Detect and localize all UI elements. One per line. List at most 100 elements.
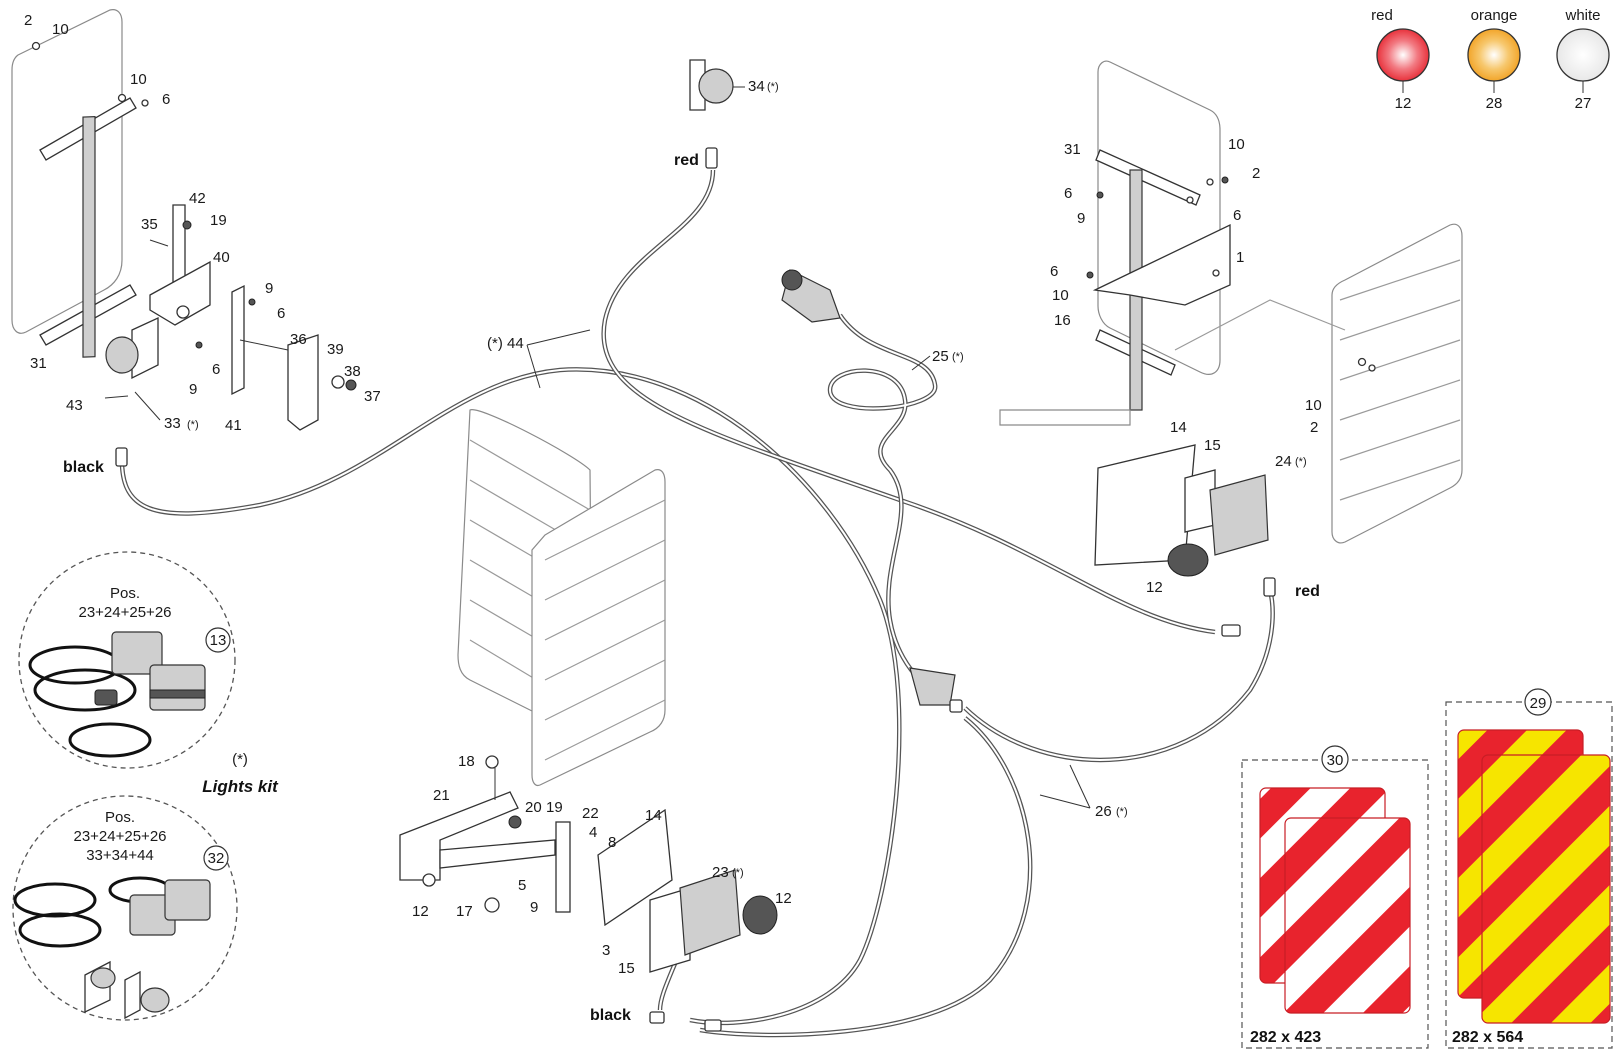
callout-3: 3 bbox=[602, 942, 610, 959]
sign-29-red-yellow: 29 282 x 564 bbox=[1445, 688, 1613, 1049]
callout-34-star: (*) bbox=[767, 81, 779, 93]
sign-30-size: 282 x 423 bbox=[1250, 1029, 1321, 1046]
connectors bbox=[115, 447, 1276, 1032]
lamp-23 bbox=[679, 869, 741, 956]
callout-41: 41 bbox=[225, 417, 242, 434]
cable-34-red bbox=[601, 169, 1216, 635]
legend-orange-num: 28 bbox=[1486, 95, 1503, 112]
bracket-assembly-left bbox=[104, 204, 357, 431]
callout-10: 10 bbox=[130, 71, 147, 88]
lens-12-bottom bbox=[742, 895, 778, 935]
callout-23: 23 bbox=[712, 864, 729, 881]
callout-2: 2 bbox=[1310, 419, 1318, 436]
lens-orange-icon bbox=[1467, 28, 1521, 82]
kit-13-number: 13 bbox=[210, 632, 227, 649]
callout-24-star: (*) bbox=[1295, 456, 1307, 468]
cable-26-right bbox=[963, 589, 1275, 763]
kit-13-lights-kit: Pos. 23+24+25+26 13 bbox=[18, 551, 236, 769]
callout-39: 39 bbox=[327, 341, 344, 358]
note-star: (*) bbox=[232, 751, 248, 768]
cable-26-left bbox=[699, 716, 1033, 1038]
note-lights-kit: Lights kit bbox=[202, 777, 279, 796]
t-bar bbox=[82, 116, 96, 358]
callout-25-star: (*) bbox=[952, 351, 964, 363]
callout-10: 10 bbox=[1228, 136, 1245, 153]
callout-9: 9 bbox=[1077, 210, 1085, 227]
callout-42: 42 bbox=[189, 190, 206, 207]
lens-red-icon bbox=[1376, 28, 1430, 82]
callout-6: 6 bbox=[277, 305, 285, 322]
callout-12: 12 bbox=[1146, 579, 1163, 596]
callout-15: 15 bbox=[618, 960, 635, 977]
left-plate-assembly bbox=[11, 9, 149, 358]
leader-lines bbox=[134, 86, 1091, 809]
callout-31: 31 bbox=[1064, 141, 1081, 158]
callout-25: 25 bbox=[932, 348, 949, 365]
callout-4: 4 bbox=[589, 824, 597, 841]
plate-14-bottom bbox=[597, 808, 673, 927]
kit-32-items-2: 33+34+44 bbox=[86, 847, 154, 864]
kit-32-full-kit: Pos. 23+24+25+26 33+34+44 32 bbox=[12, 795, 238, 1021]
lamp-33 bbox=[105, 336, 139, 374]
callout-8: 8 bbox=[608, 834, 616, 851]
callout-12: 12 bbox=[775, 890, 792, 907]
callout-1: 1 bbox=[1236, 249, 1244, 266]
gasket-15-bottom bbox=[649, 887, 691, 973]
callout-10: 10 bbox=[52, 21, 69, 38]
callout-34: 34 bbox=[748, 78, 765, 95]
lamp-24-assembly bbox=[1094, 444, 1269, 577]
junction-box bbox=[909, 667, 956, 706]
callout-18: 18 bbox=[458, 753, 475, 770]
bracket-16 bbox=[1092, 223, 1231, 306]
lens-12-right bbox=[1167, 543, 1209, 577]
callout-6: 6 bbox=[1064, 185, 1072, 202]
plug-25 bbox=[781, 269, 841, 323]
callout-33-star: (*) bbox=[187, 419, 199, 431]
callout-44: (*) 44 bbox=[487, 335, 524, 352]
callout-2: 2 bbox=[1252, 165, 1260, 182]
bottom-bracket-assembly bbox=[399, 755, 778, 973]
callout-24: 24 bbox=[1275, 453, 1292, 470]
sign-29-number: 29 bbox=[1530, 695, 1547, 712]
kit-13-pos-label: Pos. bbox=[110, 585, 140, 602]
lens-white-icon bbox=[1556, 28, 1610, 82]
callout-26-star: (*) bbox=[1116, 806, 1128, 818]
callout-43: 43 bbox=[66, 397, 83, 414]
callout-9: 9 bbox=[189, 381, 197, 398]
callout-6: 6 bbox=[1050, 263, 1058, 280]
sign-30-red-white: 30 282 x 423 bbox=[1241, 745, 1429, 1049]
callout-23-star: (*) bbox=[732, 867, 744, 879]
lens-color-legend: red 12 orange 28 white 27 bbox=[1371, 7, 1610, 112]
callout-22: 22 bbox=[582, 805, 599, 822]
lamp-24 bbox=[1209, 474, 1269, 556]
cable-25-plug bbox=[827, 313, 938, 682]
callout-35: 35 bbox=[141, 216, 158, 233]
legend-red-num: 12 bbox=[1395, 95, 1412, 112]
sign-30-number: 30 bbox=[1327, 752, 1344, 769]
callout-12: 12 bbox=[412, 903, 429, 920]
callout-26: 26 bbox=[1095, 803, 1112, 820]
wire-label-red-right: red bbox=[1295, 583, 1320, 600]
legend-white-label: white bbox=[1564, 7, 1600, 24]
callout-14: 14 bbox=[645, 807, 662, 824]
callout-9: 9 bbox=[530, 899, 538, 916]
lamp-34 bbox=[689, 59, 734, 169]
center-warning-panels bbox=[457, 409, 666, 787]
callout-37: 37 bbox=[364, 388, 381, 405]
callout-6: 6 bbox=[162, 91, 170, 108]
right-warning-panel bbox=[1174, 223, 1463, 544]
wire-label-black-bottom: black bbox=[590, 1007, 631, 1024]
right-plate-assembly bbox=[999, 60, 1231, 426]
wire-label-black-left: black bbox=[63, 459, 104, 476]
callout-15: 15 bbox=[1204, 437, 1221, 454]
cable-44-left bbox=[119, 367, 902, 1026]
callout-6: 6 bbox=[1233, 207, 1241, 224]
clamp-39 bbox=[287, 334, 319, 431]
kit-32-number: 32 bbox=[208, 850, 225, 867]
callout-40: 40 bbox=[213, 249, 230, 266]
callout-5: 5 bbox=[518, 877, 526, 894]
legend-red-label: red bbox=[1371, 7, 1393, 24]
callout-9: 9 bbox=[265, 280, 273, 297]
